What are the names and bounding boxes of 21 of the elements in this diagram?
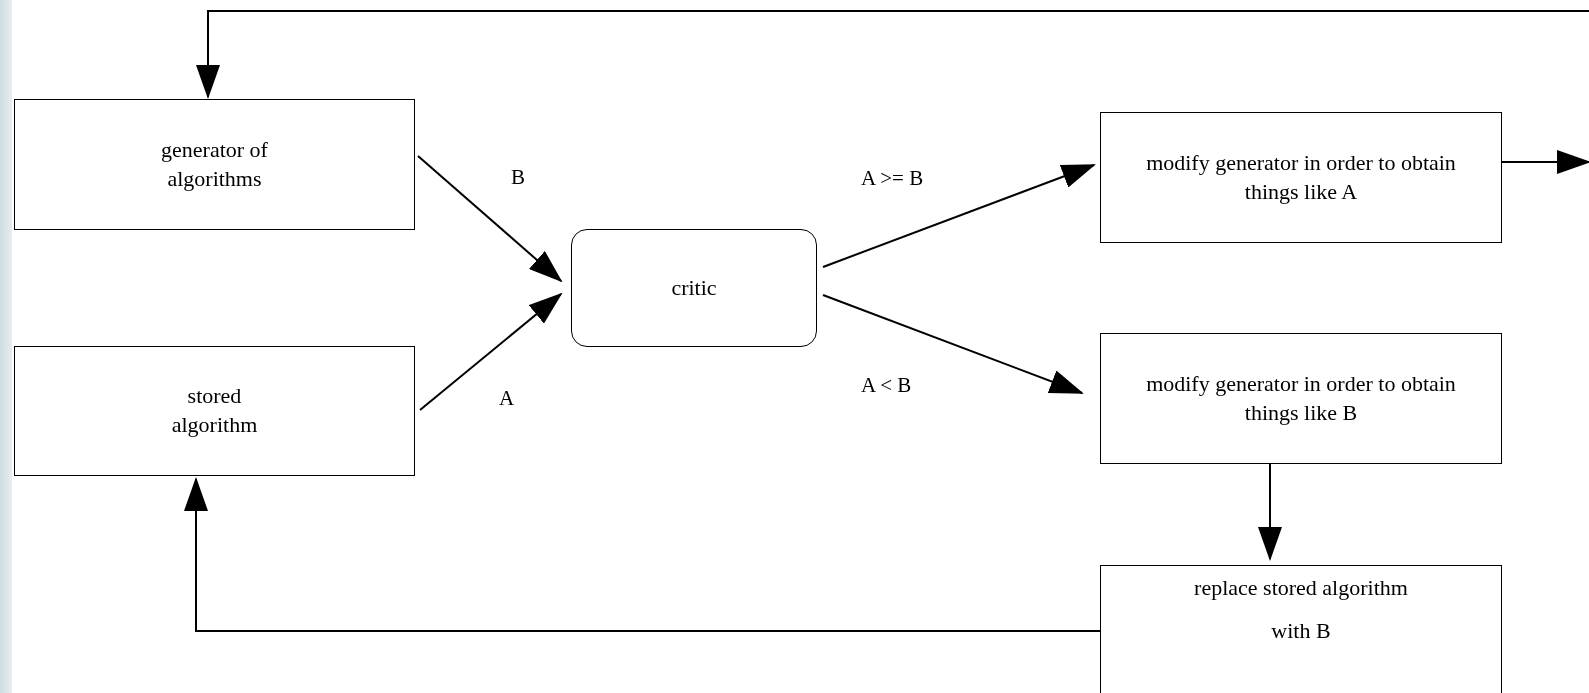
arrow xyxy=(196,10,1589,99)
arrow xyxy=(419,292,563,411)
arrow xyxy=(1501,150,1589,174)
process-box xyxy=(1100,112,1502,243)
arrow xyxy=(822,294,1084,394)
node-text: generator of algorithms xyxy=(160,135,269,193)
arrow xyxy=(1258,463,1282,561)
rounded-box xyxy=(571,229,817,347)
process-box xyxy=(1100,565,1502,693)
arrow xyxy=(417,155,563,283)
node-text: replace stored algorithm xyxy=(1194,574,1408,602)
node-text: with B xyxy=(1271,616,1331,645)
node-text: stored algorithm xyxy=(170,382,259,439)
node-text: modify generator in order to obtain things like B xyxy=(1145,369,1457,427)
node-text: critic xyxy=(671,273,717,302)
arrow xyxy=(822,164,1096,268)
node-text: modify generator in order to obtain things like A xyxy=(1145,148,1457,206)
process-box xyxy=(1100,333,1502,464)
arrow xyxy=(184,477,1101,632)
process-box xyxy=(14,99,415,230)
process-box xyxy=(14,346,415,476)
